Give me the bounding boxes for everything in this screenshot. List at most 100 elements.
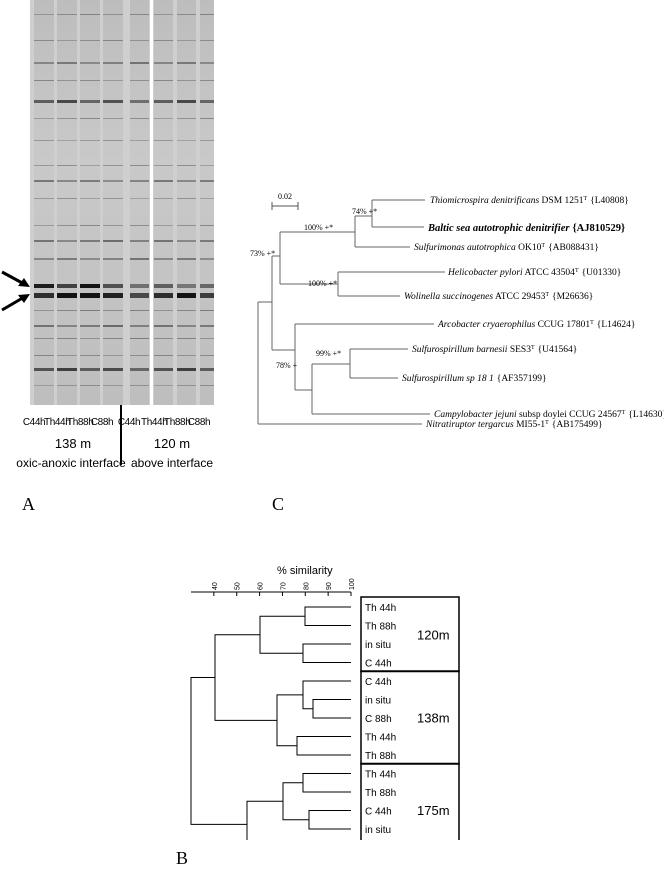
support-values: 74% +* 100% +* 73% +* 100% +* 99% +* 78%… (250, 207, 377, 370)
gel-band (80, 325, 100, 327)
gel-band (130, 198, 149, 199)
gel-band (177, 180, 196, 182)
gel-band (130, 225, 149, 226)
gel-band (34, 225, 54, 226)
gel-band (200, 118, 214, 119)
gel-band (57, 165, 77, 166)
dendrogram-branch (302, 773, 351, 793)
gel-band (34, 338, 54, 339)
axis-tick-label: 40 (212, 582, 219, 590)
gel-band (57, 40, 77, 41)
gel-band (80, 100, 100, 103)
sample-label: in situ (365, 696, 391, 707)
gel-band (57, 198, 77, 199)
gel-band (57, 385, 77, 386)
gel-band (177, 198, 196, 199)
gel-band (154, 62, 173, 64)
gel-band (34, 284, 54, 288)
gel-band (80, 180, 100, 182)
dendrogram-branch (276, 694, 303, 747)
gel-band (177, 310, 196, 311)
gel-band (80, 284, 100, 288)
gel-band (80, 14, 100, 15)
axis-tick-label: 70 (280, 582, 287, 590)
dendrogram-branch (312, 699, 351, 719)
support-label: 99% +* (316, 349, 341, 358)
gel-band (103, 165, 123, 166)
taxon-labels: Thiomicrospira denitrificans DSM 1251T{L… (402, 195, 664, 430)
gel-band (177, 62, 196, 64)
gel-band (177, 325, 196, 327)
gel-lane (200, 0, 214, 405)
phylogenetic-tree: 0.02 (250, 192, 664, 430)
gel-lane (34, 0, 54, 405)
gel-band (34, 62, 54, 64)
gel-band (130, 165, 149, 166)
gel-band (177, 100, 196, 103)
sample-label: Th 44h (365, 603, 396, 614)
gel-band (57, 180, 77, 182)
gel-band (200, 100, 214, 103)
sample-label: C 44h (365, 807, 392, 818)
gel-band (200, 325, 214, 327)
gel-band (103, 325, 123, 327)
dendrogram-branch (282, 782, 309, 821)
sample-label: Th 88h (365, 788, 396, 799)
gel-band (130, 293, 149, 298)
gel-band (154, 240, 173, 242)
gel-band (80, 225, 100, 226)
gel-band (103, 118, 123, 119)
gel-band (34, 355, 54, 356)
gel-band (103, 368, 123, 371)
gel-band (57, 140, 77, 141)
gel-band (57, 368, 77, 371)
axis-tick-label: 60 (258, 582, 265, 590)
gel-band (177, 165, 196, 166)
gel-band (154, 180, 173, 182)
tree-branches (257, 199, 445, 425)
gel-band (103, 100, 123, 103)
gel-band (154, 40, 173, 41)
panel-letter-c: C (272, 494, 285, 514)
gel-band (80, 165, 100, 166)
gel-band (130, 240, 149, 242)
gel-band (130, 310, 149, 311)
gel-band (80, 240, 100, 242)
gel-band (130, 62, 149, 64)
support-label: 100% +* (308, 279, 337, 288)
gel-band (200, 14, 214, 15)
gel-band (200, 258, 214, 260)
gel-band (177, 40, 196, 41)
gel-lane-label: C88h (187, 417, 211, 428)
gel-lane-label: Th44h (141, 417, 168, 428)
arrow-lower-icon (1, 294, 30, 312)
gel-band (130, 368, 149, 371)
arrow-upper-icon (1, 270, 30, 287)
group-depth-label: 175m (417, 803, 450, 818)
gel-band (130, 80, 149, 81)
gel-band (200, 385, 214, 386)
dendrogram-branch (296, 736, 351, 756)
gel-lane (57, 0, 77, 405)
scale-bar-label: 0.02 (278, 192, 292, 201)
gel-band (34, 100, 54, 103)
panel-letter-a: A (22, 494, 35, 514)
taxon-label: Helicobacter pylori ATCC 43504T{U01330} (447, 268, 621, 278)
gel-lane (154, 0, 173, 405)
gel-band (200, 310, 214, 311)
gel-band (57, 284, 77, 288)
gel-band (130, 258, 149, 260)
support-label: 73% +* (250, 249, 275, 258)
gel-band (57, 100, 77, 103)
gel-band (57, 225, 77, 226)
group-depth-label: 120m (417, 627, 450, 642)
dendrogram-branch (214, 634, 277, 721)
gel-group-divider (150, 0, 153, 405)
group1-depth: 138 m (54, 436, 92, 451)
gel-band (130, 338, 149, 339)
gel-band (200, 40, 214, 41)
dendrogram-branch (246, 800, 283, 840)
gel-band (130, 140, 149, 141)
